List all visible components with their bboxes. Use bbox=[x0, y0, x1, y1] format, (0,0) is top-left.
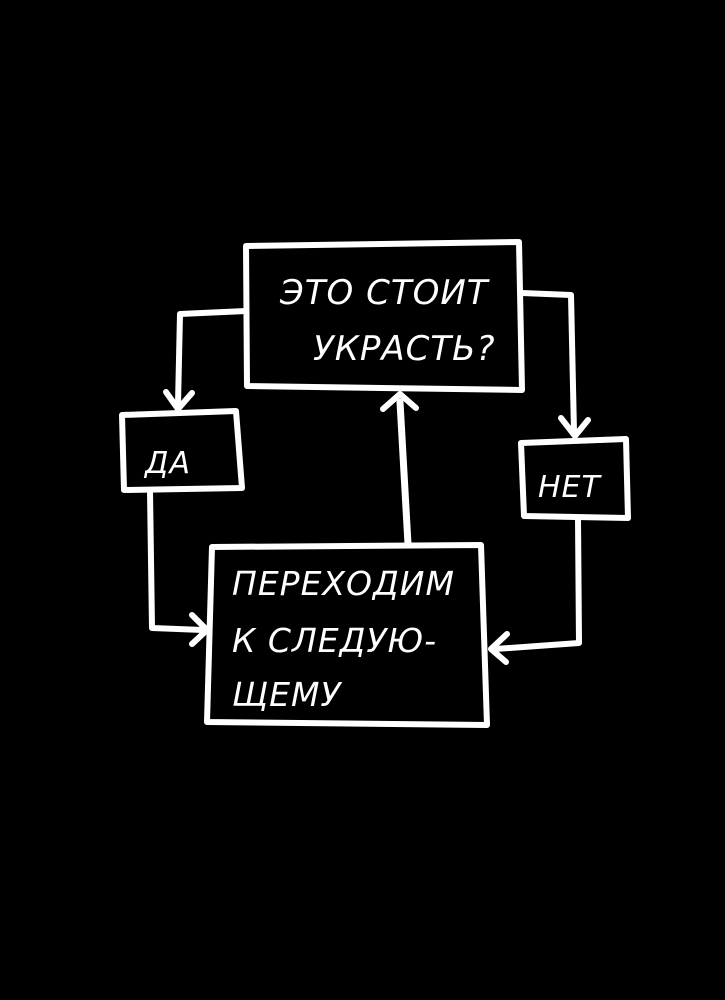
yes-label: ДА bbox=[143, 446, 191, 481]
next-text-line1: ПЕРЕХОДИМ bbox=[232, 564, 455, 603]
connector-yes-to-next bbox=[147, 488, 206, 633]
arrowhead-next-right bbox=[488, 631, 510, 665]
connector-no-to-next bbox=[492, 515, 582, 652]
arrowhead-question bbox=[380, 391, 419, 412]
no-label: НЕТ bbox=[538, 470, 603, 505]
no-box bbox=[518, 436, 631, 521]
arrowhead-yes bbox=[163, 389, 195, 412]
next-box bbox=[204, 542, 490, 728]
connector-question-to-no bbox=[519, 290, 577, 435]
yes-box bbox=[119, 408, 245, 493]
question-text-line2: УКРАСТЬ? bbox=[313, 329, 496, 369]
question-text-line1: ЭТО СТОИТ bbox=[279, 273, 490, 313]
connector-question-to-yes bbox=[175, 308, 249, 407]
next-text-line3: ЩЕМУ bbox=[232, 675, 342, 714]
next-text-line2: К СЛЕДУЮ- bbox=[232, 621, 437, 660]
arrowhead-next-left bbox=[189, 612, 210, 647]
connector-next-to-question bbox=[396, 398, 412, 548]
arrowhead-no bbox=[558, 415, 591, 439]
question-box bbox=[243, 239, 525, 393]
